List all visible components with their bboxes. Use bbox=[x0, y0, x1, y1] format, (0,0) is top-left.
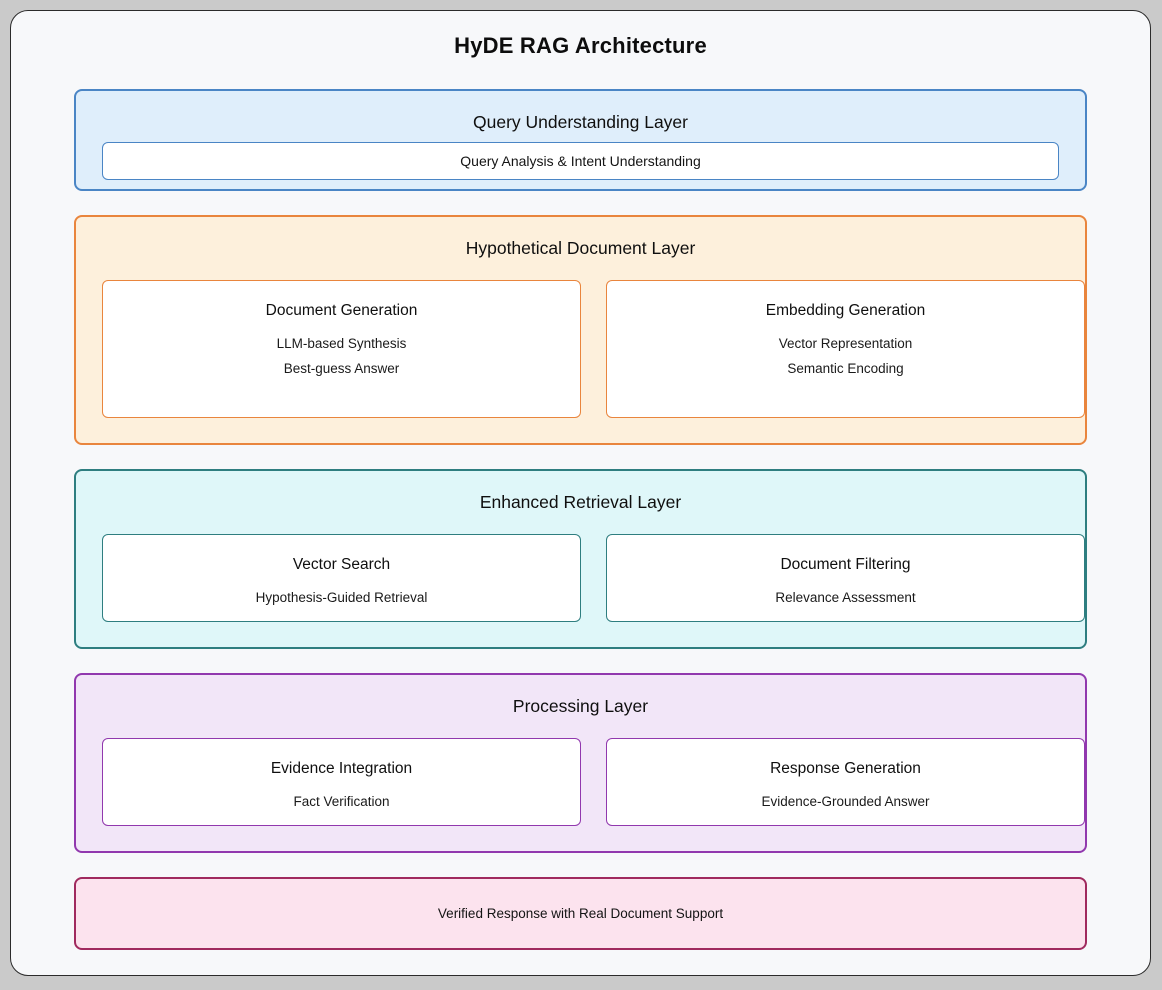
node-row: Document Generation LLM-based Synthesis … bbox=[102, 280, 1085, 418]
node-row: Evidence Integration Fact Verification R… bbox=[102, 738, 1085, 826]
layer-verified-response: Verified Response with Real Document Sup… bbox=[74, 877, 1087, 950]
node-subtext: Evidence-Grounded Answer bbox=[761, 794, 930, 809]
node-subtext: Semantic Encoding bbox=[787, 361, 904, 376]
node-response-generation: Response Generation Evidence-Grounded An… bbox=[606, 738, 1085, 826]
node-title: Response Generation bbox=[770, 760, 921, 777]
node-evidence-integration: Evidence Integration Fact Verification bbox=[102, 738, 581, 826]
diagram-frame: HyDE RAG Architecture Query Understandin… bbox=[10, 10, 1151, 976]
node-subtext: Relevance Assessment bbox=[775, 590, 916, 605]
node-title: Vector Search bbox=[292, 556, 391, 573]
node-embedding-generation: Embedding Generation Vector Representati… bbox=[606, 280, 1085, 418]
node-title: Document Generation bbox=[265, 302, 418, 319]
node-subtext: Hypothesis-Guided Retrieval bbox=[255, 590, 428, 605]
node-query-analysis: Query Analysis & Intent Understanding bbox=[102, 142, 1059, 180]
layer-enhanced-retrieval: Enhanced Retrieval Layer Vector Search H… bbox=[74, 469, 1087, 649]
node-document-filtering: Document Filtering Relevance Assessment bbox=[606, 534, 1085, 622]
layers-container: Query Understanding Layer Query Analysis… bbox=[11, 89, 1150, 950]
node-vector-search: Vector Search Hypothesis-Guided Retrieva… bbox=[102, 534, 581, 622]
layer-title: Hypothetical Document Layer bbox=[465, 238, 696, 258]
node-title: Document Filtering bbox=[780, 556, 911, 573]
layer-title: Enhanced Retrieval Layer bbox=[479, 492, 682, 512]
node-title: Embedding Generation bbox=[765, 302, 926, 319]
node-title: Evidence Integration bbox=[270, 760, 413, 777]
node-subtext: Vector Representation bbox=[778, 336, 913, 351]
node-document-generation: Document Generation LLM-based Synthesis … bbox=[102, 280, 581, 418]
layer-title: Processing Layer bbox=[512, 696, 649, 716]
node-subtext: Fact Verification bbox=[293, 794, 390, 809]
page-title: HyDE RAG Architecture bbox=[454, 33, 707, 58]
node-subtext: LLM-based Synthesis bbox=[276, 336, 407, 351]
layer-title: Query Understanding Layer bbox=[473, 112, 688, 132]
node-subtext: Best-guess Answer bbox=[283, 361, 400, 376]
node-row: Vector Search Hypothesis-Guided Retrieva… bbox=[102, 534, 1085, 622]
layer-processing: Processing Layer Evidence Integration Fa… bbox=[74, 673, 1087, 853]
layer-query-understanding: Query Understanding Layer Query Analysis… bbox=[74, 89, 1087, 191]
layer-hypothetical-document: Hypothetical Document Layer Document Gen… bbox=[74, 215, 1087, 445]
